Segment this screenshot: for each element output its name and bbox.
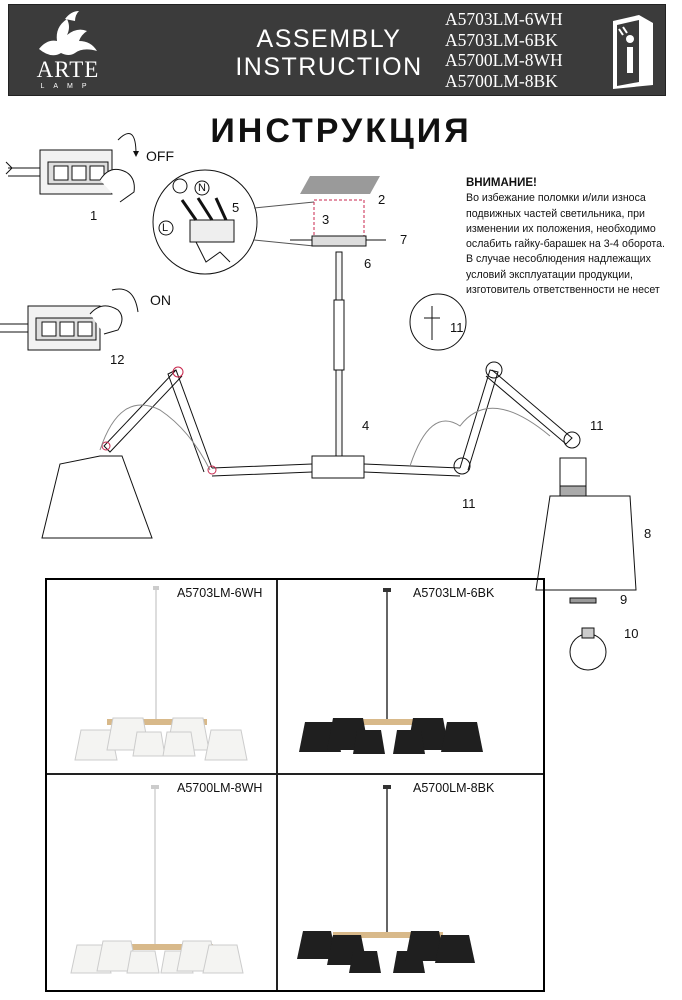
step-11-knob: 11	[450, 320, 464, 335]
chandelier-black-8-icon	[297, 785, 475, 973]
warning-heading: ВНИМАНИЕ!	[466, 177, 537, 189]
model-item: A5700LM-8WH	[445, 50, 563, 70]
warning-line: ослабить гайку-барашек на 3-4 оборота.	[466, 238, 665, 251]
variant-card: A5703LM-6BK	[277, 580, 525, 785]
header-banner: ARTE LAMP ASSEMBLY INSTRUCTION A5703LM-6…	[8, 4, 666, 96]
wiring-detail	[152, 169, 315, 275]
model-item: A5700LM-8BK	[445, 70, 558, 91]
off-label: OFF	[146, 148, 174, 164]
step-3: 3	[322, 212, 330, 227]
title-line-2: INSTRUCTION	[235, 53, 423, 81]
assembly-diagram	[0, 133, 637, 671]
warning-note: ВНИМАНИЕ! Во избежание поломки и/или изн…	[466, 176, 666, 298]
warning-line: В случае несоблюдения надлежащих	[466, 253, 651, 266]
warning-line: подвижных частей светильника, при	[466, 207, 645, 220]
brand-logo: ARTE LAMP	[9, 5, 127, 97]
grid-divider-vertical	[276, 580, 278, 990]
wire-n-label: N	[198, 182, 206, 194]
bulb-icon	[569, 627, 607, 671]
wire-l-label: L	[162, 222, 169, 234]
variant-card: A5700LM-8WH	[47, 775, 295, 980]
ceiling-bracket	[290, 176, 386, 254]
step-7: 7	[400, 232, 408, 247]
model-variants-grid: A5703LM-6WH A5703LM-6BK A5700LM-	[45, 578, 545, 992]
instruction-book-icon	[613, 15, 653, 89]
warning-line: Во избежание поломки и/или износа	[466, 192, 646, 205]
griffin-logo-icon	[39, 11, 97, 56]
chandelier-white-8-icon	[70, 785, 244, 974]
variant-label: A5700LM-8WH	[177, 781, 263, 795]
warning-line: изменении их положения, необходимо	[466, 222, 656, 235]
chandelier-black-6-icon	[299, 588, 483, 754]
warning-line: изготовитель ответственности не несет	[466, 284, 660, 297]
variant-card: A5703LM-6WH	[47, 580, 295, 785]
switch-on-panel	[0, 305, 123, 351]
step-9: 9	[620, 592, 628, 607]
model-item: A5703LM-6BK	[445, 29, 558, 50]
step-5: 5	[232, 200, 240, 215]
shade-ring	[569, 597, 597, 604]
on-label: ON	[150, 292, 171, 308]
model-list: A5703LM-6WH A5703LM-6BK A5700LM-8WH A570…	[445, 9, 595, 91]
variant-label: A5703LM-6WH	[177, 586, 263, 600]
step-2: 2	[378, 192, 386, 207]
arrow-on-icon	[111, 288, 139, 313]
right-arm	[363, 361, 637, 591]
page-title: ИНСТРУКЦИЯ	[210, 112, 472, 150]
step-8: 8	[644, 526, 652, 541]
document-title: ASSEMBLY INSTRUCTION	[209, 25, 449, 81]
variant-label: A5703LM-6BK	[413, 586, 495, 600]
knob-detail	[409, 293, 467, 351]
brand-tagline: LAMP	[40, 83, 96, 90]
left-arm	[41, 366, 313, 539]
step-12: 12	[110, 352, 125, 367]
grid-divider-horizontal	[47, 773, 543, 775]
step-10: 10	[624, 626, 639, 641]
step-11-right: 11	[590, 418, 604, 433]
model-item: A5703LM-6WH	[445, 9, 563, 29]
chandelier-white-6-icon	[74, 586, 248, 761]
title-line-1: ASSEMBLY	[256, 25, 402, 53]
step-6: 6	[364, 256, 372, 271]
variant-card: A5700LM-8BK	[277, 775, 525, 980]
step-4: 4	[362, 418, 370, 433]
switch-off-panel	[5, 149, 135, 203]
step-11-lower: 11	[462, 496, 476, 511]
arrow-off-icon	[117, 133, 139, 157]
chandelier-hub	[311, 455, 365, 479]
warning-line: условий эксплуатации продукции,	[466, 268, 634, 281]
variant-label: A5700LM-8BK	[413, 781, 495, 795]
step-1: 1	[90, 208, 98, 223]
brand-name: ARTE	[36, 57, 100, 82]
